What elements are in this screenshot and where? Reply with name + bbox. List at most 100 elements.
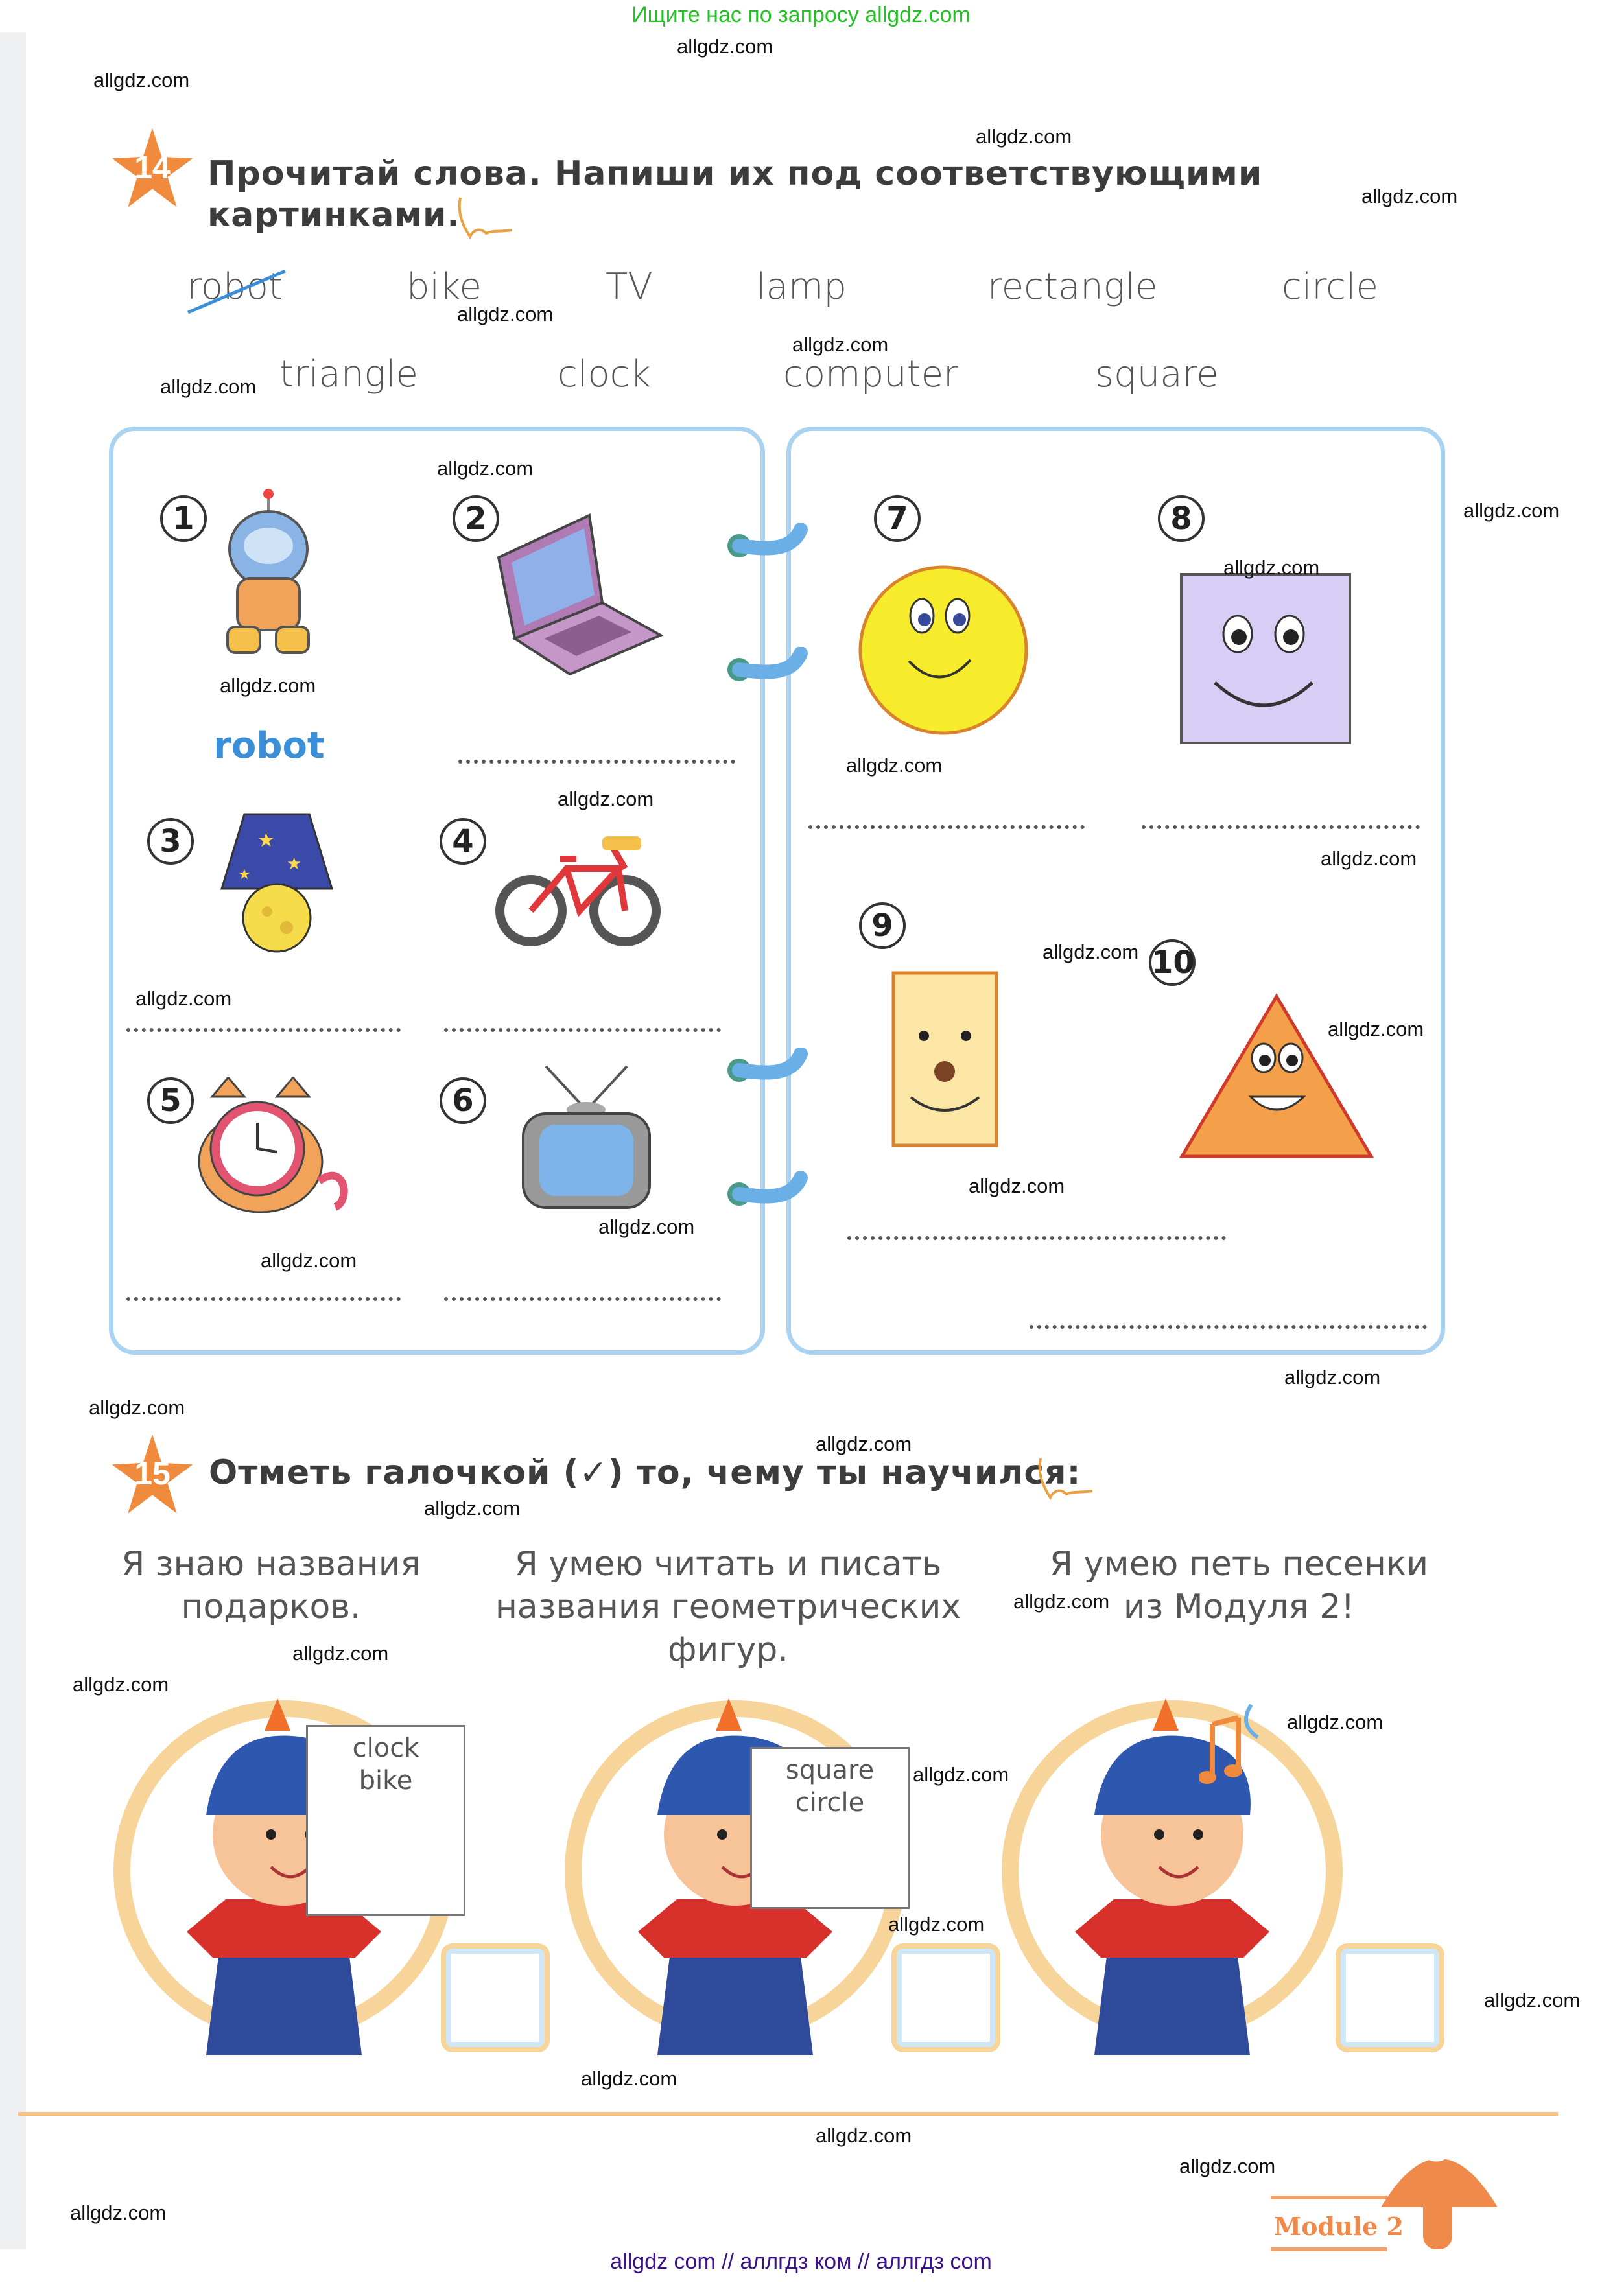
note-word: bike	[359, 1766, 413, 1796]
statement-line: Я умею петь песенки	[1049, 1545, 1429, 1584]
item-number-4: 4	[440, 818, 486, 865]
strike-through-mark	[187, 269, 286, 314]
item-number-5: 5	[147, 1077, 194, 1124]
statement-line: Я знаю названия	[121, 1545, 421, 1584]
watermark: allgdz.com	[598, 1215, 695, 1238]
title-line-1: Прочитай слова. Напиши их под соответств…	[207, 154, 1263, 193]
statement-line: фигур.	[668, 1630, 788, 1669]
word-bank-item: lamp	[756, 266, 847, 308]
watermark: allgdz.com	[581, 2067, 677, 2090]
watermark: allgdz.com	[93, 69, 190, 91]
watermark: allgdz.com	[558, 788, 654, 810]
circle-face-picture	[858, 565, 1028, 735]
tv-picture	[522, 1065, 651, 1209]
watermark: allgdz.com	[1179, 2155, 1276, 2177]
item-number-6: 6	[440, 1077, 486, 1124]
watermark: allgdz.com	[1484, 1989, 1581, 2011]
word-bank-item: triangle	[279, 353, 418, 395]
svg-text:★: ★	[287, 854, 301, 874]
item-number-7: 7	[874, 495, 921, 542]
page-mushroom-badge	[1271, 2159, 1498, 2251]
statement-line: подарков.	[181, 1587, 361, 1626]
boy-illustration	[997, 1685, 1347, 2061]
watermark: allgdz.com	[70, 2201, 167, 2224]
square-face-picture	[1180, 573, 1351, 744]
watermark: allgdz.com	[969, 1175, 1065, 1197]
computer-picture	[497, 513, 664, 676]
answer-line[interactable]	[126, 1028, 401, 1032]
rectangle-face-picture	[891, 971, 998, 1147]
answer-line[interactable]	[126, 1297, 401, 1301]
note-word: clock	[352, 1733, 419, 1763]
answer-line[interactable]	[458, 760, 735, 764]
watermark: allgdz.com	[292, 1642, 389, 1665]
title-line-2: картинками.	[207, 196, 461, 235]
note-word: square	[785, 1755, 875, 1785]
item-number-2: 2	[453, 495, 499, 542]
watermark: allgdz.com	[1287, 1711, 1384, 1733]
watermark: allgdz.com	[1321, 847, 1417, 870]
word-bank-item: computer	[783, 353, 959, 395]
left-picture-panel	[109, 427, 765, 1355]
statement-line: Я умею читать и писать	[514, 1545, 942, 1584]
answer-line[interactable]	[808, 825, 1085, 829]
word-bank-item: TV	[606, 266, 653, 308]
answer-line[interactable]	[444, 1297, 721, 1301]
watermark: allgdz.com	[816, 1433, 912, 1455]
binder-ring	[726, 646, 808, 692]
binder-ring	[726, 1047, 808, 1093]
answer-line[interactable]	[444, 1028, 721, 1032]
bike-picture	[495, 836, 661, 946]
svg-text:★: ★	[257, 829, 275, 852]
lamp-picture: ★ ★ ★	[220, 813, 334, 953]
word-bank-item: robot	[187, 266, 283, 308]
binder-ring	[726, 1171, 808, 1217]
exercise-14-title: Прочитай слова. Напиши их под соответств…	[207, 153, 1262, 236]
search-banner[interactable]: Ищите нас по запросу allgdz.com	[631, 3, 971, 27]
watermark: allgdz.com	[73, 1673, 169, 1696]
watermark: allgdz.com	[816, 2124, 912, 2147]
svg-text:★: ★	[238, 867, 251, 883]
written-answer-robot: robot	[213, 725, 325, 767]
watermark: allgdz.com	[424, 1497, 521, 1519]
module-label: Module 2	[1274, 2212, 1404, 2241]
item-number-3: 3	[147, 818, 194, 865]
watermark: allgdz.com	[1042, 941, 1139, 963]
watermark: allgdz.com	[1223, 556, 1320, 579]
word-bank-item: rectangle	[987, 266, 1158, 308]
word-bank-item: bike	[406, 266, 482, 308]
answer-line[interactable]	[1142, 825, 1420, 829]
pencil-icon	[1038, 1458, 1093, 1500]
checkbox-statement-2[interactable]	[891, 1943, 1000, 2052]
word-bank-item: clock	[558, 353, 651, 395]
page-number: 31	[1427, 2133, 1471, 2169]
watermark: allgdz.com	[888, 1913, 985, 1936]
watermark: allgdz.com	[261, 1249, 357, 1272]
binder-ring	[726, 522, 808, 568]
checkbox-statement-1[interactable]	[441, 1943, 550, 2052]
word-bank-item: square	[1095, 353, 1219, 395]
statement-line: названия геометрических	[495, 1587, 961, 1626]
footer-links[interactable]: allgdz com // аллгдз ком // аллгдз com	[610, 2249, 992, 2274]
watermark: allgdz.com	[135, 987, 232, 1010]
clock-picture	[198, 1077, 348, 1213]
item-number-8: 8	[1158, 495, 1205, 542]
watermark: allgdz.com	[437, 457, 534, 480]
watermark: allgdz.com	[1013, 1590, 1110, 1613]
answer-line[interactable]	[1030, 1325, 1427, 1329]
watermark: allgdz.com	[1328, 1018, 1424, 1040]
answer-line[interactable]	[847, 1236, 1226, 1240]
checkbox-statement-3[interactable]	[1336, 1943, 1444, 2052]
triangle-face-picture	[1179, 993, 1374, 1158]
watermark: allgdz.com	[1361, 185, 1458, 207]
watermark: allgdz.com	[457, 303, 554, 325]
robot-picture	[226, 489, 310, 654]
watermark: allgdz.com	[1284, 1366, 1381, 1388]
item-number-9: 9	[859, 902, 906, 949]
statement-line: из Модуля 2!	[1123, 1587, 1355, 1626]
music-note-icon	[1198, 1698, 1277, 1811]
